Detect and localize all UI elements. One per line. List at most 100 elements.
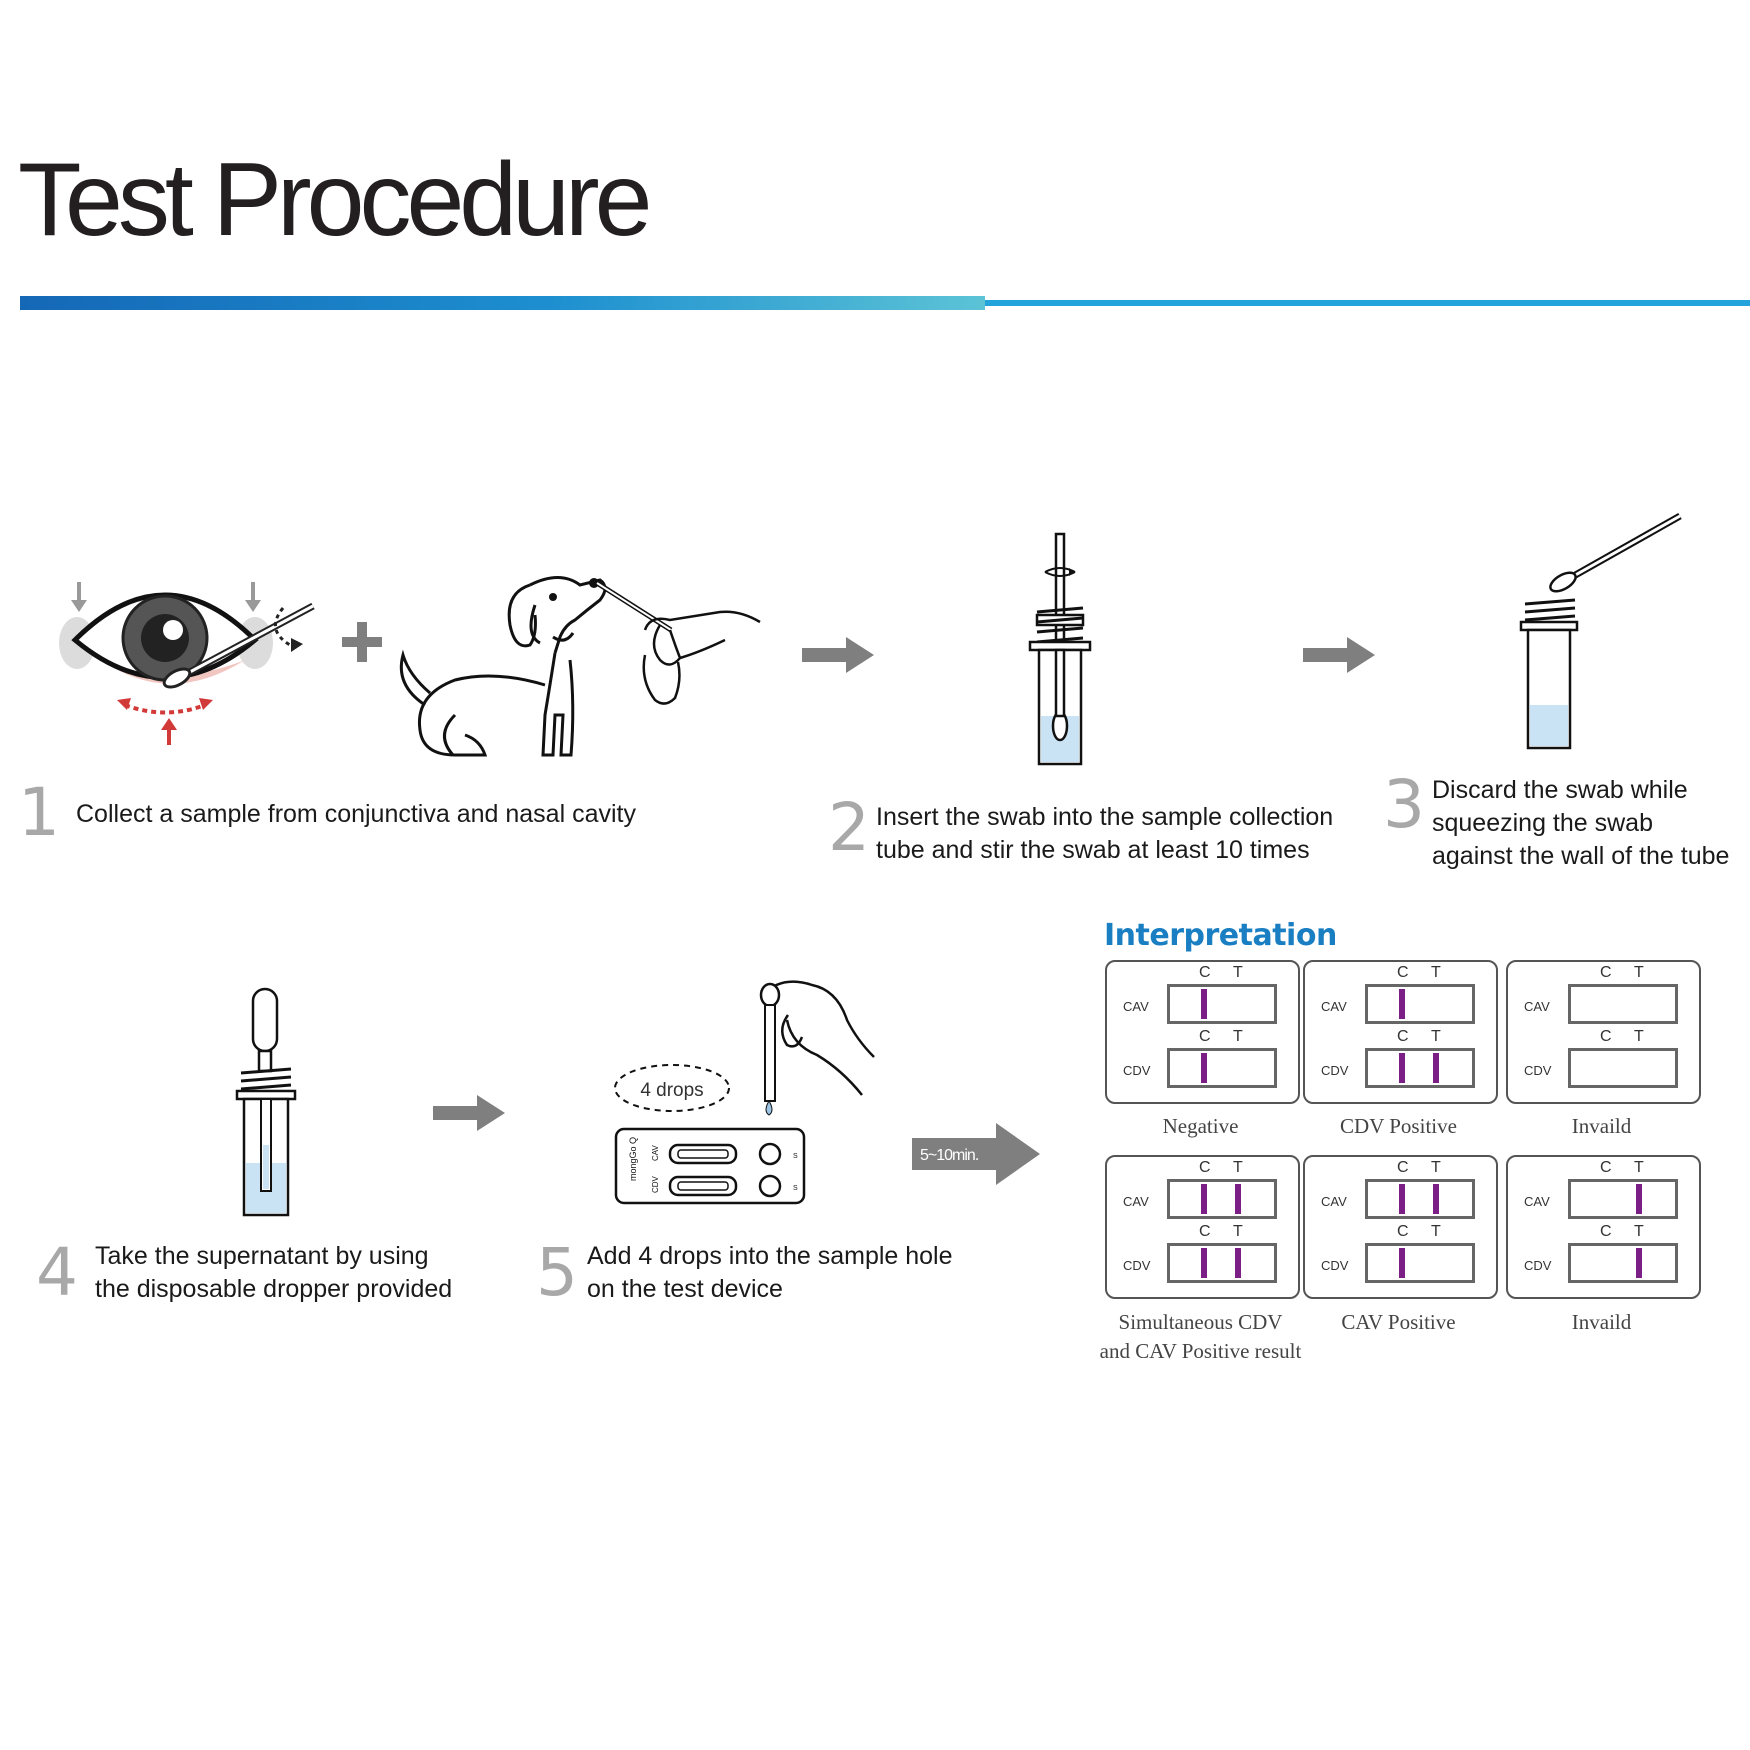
- result-caption-line2: and CAV Positive result: [1099, 1339, 1302, 1363]
- control-line: [1201, 1184, 1207, 1214]
- result-caption: Invaild: [1571, 1114, 1632, 1138]
- result-window: [1365, 1179, 1475, 1219]
- step-number: 4: [36, 1234, 78, 1311]
- plus-icon: [342, 622, 382, 662]
- step-text-line: on the test device: [587, 1275, 783, 1303]
- cdv-label: CDV: [1321, 1258, 1349, 1273]
- wait-label: 5~10min.: [920, 1147, 978, 1164]
- result-caption: CDV Positive: [1340, 1114, 1457, 1138]
- test-line: [1235, 1248, 1241, 1278]
- t-label: T: [1233, 964, 1243, 981]
- c-label: C: [1397, 964, 1409, 981]
- step-text-line: Take the supernatant by using: [95, 1242, 429, 1270]
- tube-icon: [1028, 532, 1092, 766]
- step-text-line: the disposable dropper provided: [95, 1275, 453, 1303]
- c-label: C: [1199, 1028, 1211, 1045]
- result-window: [1167, 1179, 1277, 1219]
- step-text-line: Add 4 drops into the sample hole: [587, 1242, 953, 1270]
- c-label: C: [1600, 1028, 1612, 1045]
- t-label: T: [1431, 964, 1441, 981]
- cav-label: CAV: [1524, 999, 1550, 1014]
- device-brand: mongGo Q: [628, 1137, 638, 1181]
- swab-icon: [1519, 512, 1682, 750]
- cav-label: CAV: [1321, 1194, 1347, 1209]
- control-line: [1399, 989, 1405, 1019]
- step-text-line: Discard the swab while: [1432, 776, 1688, 804]
- c-label: C: [1199, 1159, 1211, 1176]
- result-window: [1365, 1243, 1475, 1283]
- step-text-line: Insert the swab into the sample collecti…: [876, 803, 1334, 831]
- interpretation-title: Interpretation: [1104, 918, 1337, 953]
- result-window: [1365, 984, 1475, 1024]
- page-title: Test Procedure: [18, 142, 652, 258]
- test-line: [1235, 1184, 1241, 1214]
- eye-icon: [59, 582, 315, 745]
- c-label: C: [1600, 1223, 1612, 1240]
- result-window: [1167, 984, 1277, 1024]
- arrow-right-icon: [1303, 637, 1375, 673]
- step-text-line: tube and stir the swab at least 10 times: [876, 836, 1310, 864]
- t-label: T: [1431, 1028, 1441, 1045]
- step-text-line: squeezing the swab: [1432, 809, 1653, 837]
- t-label: T: [1233, 1159, 1243, 1176]
- control-line: [1399, 1184, 1405, 1214]
- control-line: [1399, 1053, 1405, 1083]
- cav-label: CAV: [1123, 999, 1149, 1014]
- t-label: T: [1431, 1223, 1441, 1240]
- title-rule-gradient: [20, 296, 985, 310]
- cav-label: CAV: [1123, 1194, 1149, 1209]
- device-s: S: [793, 1185, 798, 1192]
- result-panel: C T CAV C T CDV: [1303, 1155, 1498, 1299]
- cdv-label: CDV: [1524, 1063, 1552, 1078]
- c-label: C: [1397, 1223, 1409, 1240]
- t-label: T: [1634, 1223, 1644, 1240]
- control-line: [1399, 1248, 1405, 1278]
- result-caption: Invaild: [1571, 1310, 1632, 1334]
- test-device-icon: 4 drops mongGo Q CAV CDV S S: [614, 980, 875, 1205]
- title-rule-line: [985, 300, 1750, 306]
- cav-label: CAV: [1524, 1194, 1550, 1209]
- c-label: C: [1199, 964, 1211, 981]
- hand-icon: [642, 610, 761, 705]
- test-line: [1433, 1184, 1439, 1214]
- control-line: [1201, 1248, 1207, 1278]
- device-s: S: [793, 1153, 798, 1160]
- t-label: T: [1431, 1159, 1441, 1176]
- result-caption: CAV Positive: [1341, 1310, 1456, 1334]
- t-label: T: [1233, 1028, 1243, 1045]
- result-window: [1568, 1243, 1678, 1283]
- step-number: 1: [18, 774, 60, 851]
- drops-label: 4 drops: [640, 1080, 703, 1101]
- device-cdv: CDV: [651, 1175, 660, 1193]
- t-label: T: [1634, 1159, 1644, 1176]
- step-number: 5: [536, 1234, 578, 1311]
- c-label: C: [1199, 1223, 1211, 1240]
- test-line: [1433, 1053, 1439, 1083]
- result-panel: C T CAV C T CDV: [1105, 960, 1300, 1104]
- step-number: 3: [1383, 766, 1425, 843]
- c-label: C: [1397, 1028, 1409, 1045]
- test-line: [1636, 1184, 1642, 1214]
- arrow-right-icon: [433, 1095, 505, 1131]
- cdv-label: CDV: [1123, 1258, 1151, 1273]
- control-line: [1201, 989, 1207, 1019]
- result-window: [1568, 1179, 1678, 1219]
- result-window: [1365, 1048, 1475, 1088]
- result-window: [1568, 984, 1678, 1024]
- dropper-icon: [235, 987, 297, 1217]
- t-label: T: [1233, 1223, 1243, 1240]
- c-label: C: [1600, 1159, 1612, 1176]
- result-window: [1167, 1243, 1277, 1283]
- c-label: C: [1397, 1159, 1409, 1176]
- device-cav: CAV: [651, 1144, 660, 1161]
- arrow-right-icon: [802, 637, 874, 673]
- cdv-label: CDV: [1123, 1063, 1151, 1078]
- t-label: T: [1634, 964, 1644, 981]
- result-panel: C T CAV C T CDV: [1105, 1155, 1300, 1299]
- result-caption: Simultaneous CDV: [1118, 1310, 1283, 1334]
- result-window: [1568, 1048, 1678, 1088]
- c-label: C: [1600, 964, 1612, 981]
